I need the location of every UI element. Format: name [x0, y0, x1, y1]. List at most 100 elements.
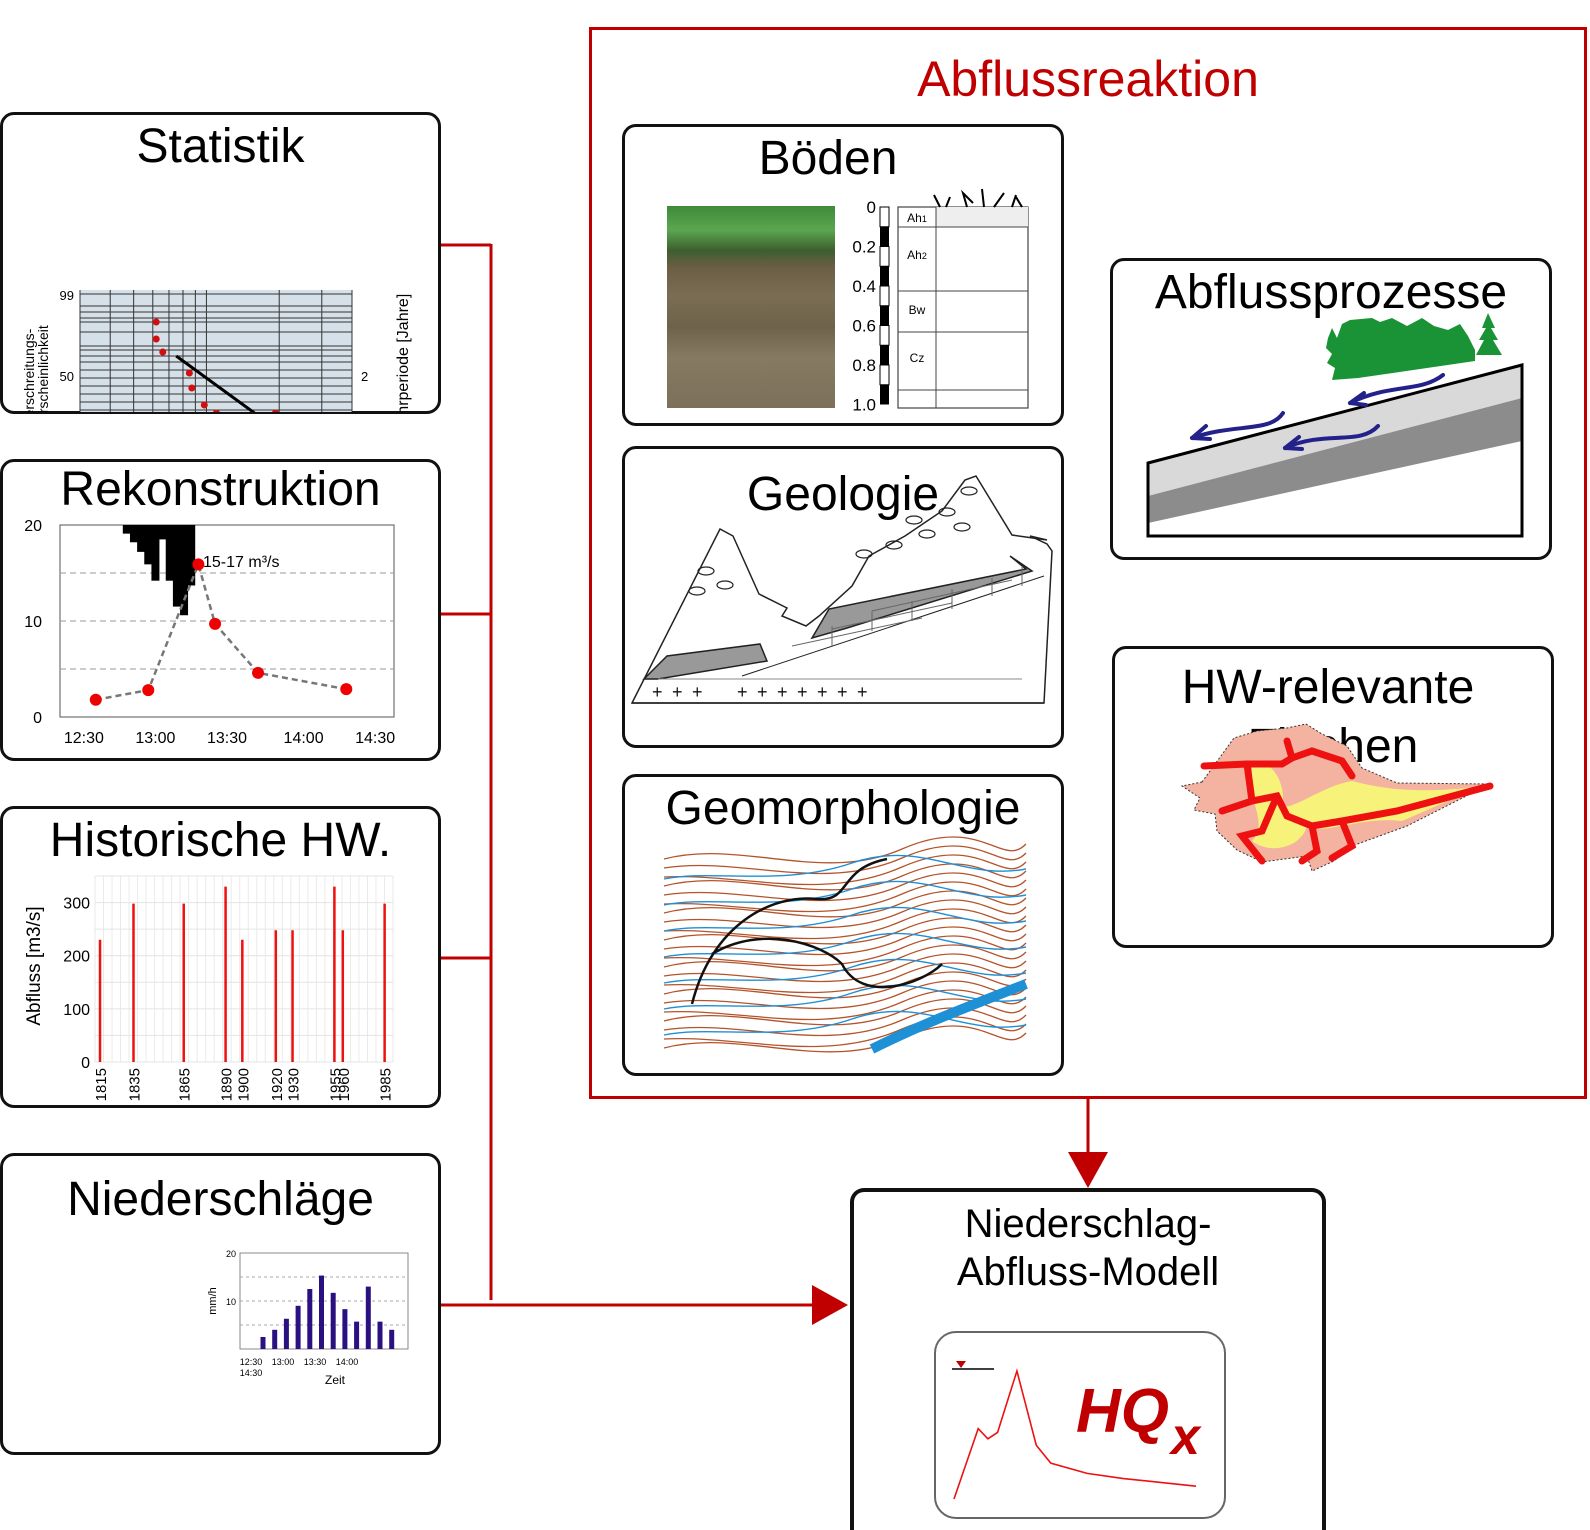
rain-bar — [295, 1305, 301, 1349]
y-tick-label: 20 — [24, 518, 42, 535]
statistik-title: Statistik — [136, 120, 305, 173]
scale-segment-black — [880, 345, 889, 365]
depth-label: 0.8 — [852, 356, 876, 375]
x-tick-label: 1930 — [286, 1068, 303, 1101]
data-point — [272, 409, 279, 412]
x-tick-label: 1920 — [269, 1068, 286, 1101]
regression-line — [175, 354, 256, 412]
svg-text:+: + — [777, 682, 788, 702]
depth-label: 0.6 — [852, 317, 876, 336]
rain-bar — [151, 525, 160, 581]
data-point — [188, 384, 196, 392]
rain-bar — [283, 1318, 289, 1349]
x-tick-label: 1815 — [93, 1068, 110, 1101]
rain-bar — [307, 1289, 313, 1349]
abflussreaktion-title: Abflussreaktion — [917, 51, 1259, 107]
horizon-label: Ah2 — [907, 248, 927, 262]
x-tick-label: 1900 — [235, 1068, 252, 1101]
scale-segment-black — [880, 384, 889, 405]
hq-subscript: x — [1171, 1408, 1200, 1466]
y-tick-label: 100 — [63, 1002, 90, 1019]
abflussreaktion-frame: Abflussreaktion — [589, 27, 1587, 1099]
stream-line — [663, 984, 1027, 1010]
y-axis-label: mm/h — [207, 1287, 219, 1315]
arrowhead-down — [1068, 1152, 1108, 1188]
rain-bar — [158, 525, 167, 540]
discharge-point — [142, 684, 155, 697]
horizon-label: Bw — [909, 303, 926, 317]
data-point — [159, 348, 167, 356]
geomorphological-map — [662, 836, 1028, 1057]
geological-cross-section: +++ ++++ +++ — [630, 475, 1053, 704]
discharge-point — [209, 617, 222, 630]
x-tick-label: 1955 — [327, 1068, 344, 1101]
y-axis-label-line2: wahrscheinlichkeit — [35, 325, 51, 412]
stream-line — [663, 854, 1027, 880]
rain-bar — [354, 1321, 360, 1349]
rain-bar — [187, 525, 196, 586]
y-tick-label: 0 — [81, 1055, 90, 1072]
geology-conglomerate-ovals — [688, 486, 978, 596]
x-tick-label: 13:30 — [304, 1357, 327, 1367]
geology-granite-crosses: +++ ++++ +++ — [652, 682, 868, 702]
y-axis-label: Abfluss [m3/s] — [24, 906, 45, 1025]
horizon-label: Ah1 — [907, 211, 927, 225]
x-tick-label: 13:00 — [272, 1357, 295, 1367]
geologie-title: Geologie — [746, 468, 940, 521]
x-tick-label: 14:30 — [240, 1368, 263, 1378]
x-tick-label: 1960 — [336, 1068, 353, 1101]
water-level-marker-icon — [956, 1361, 966, 1368]
rain-bar — [165, 525, 174, 581]
discharge-point — [89, 693, 102, 706]
contour-line — [663, 1016, 1027, 1048]
road-line — [690, 857, 943, 1005]
discharge-point — [340, 683, 353, 696]
boeden-title: Böden — [758, 132, 898, 185]
flood-relevant-areas-map — [1180, 723, 1494, 872]
rain-bar — [180, 525, 189, 616]
rain-bar — [330, 1292, 336, 1349]
contour-line — [663, 953, 1027, 983]
x-tick-label: 14:00 — [284, 730, 324, 747]
data-point — [152, 335, 160, 343]
model-title-line1: Niederschlag- — [964, 1202, 1212, 1246]
svg-text:+: + — [672, 682, 683, 702]
hydrograph-chart — [952, 1361, 1197, 1500]
svg-text:+: + — [737, 682, 748, 702]
contour-line — [663, 881, 1027, 913]
contour-line — [663, 935, 1027, 967]
stream-line — [663, 906, 1027, 932]
rain-bar — [319, 1275, 324, 1349]
peak-annotation: 15-17 m³/s — [203, 554, 279, 571]
y-tick-label: 10 — [226, 1297, 236, 1307]
data-point — [200, 401, 208, 409]
depth-label: 0.4 — [852, 277, 876, 296]
svg-text:+: + — [757, 682, 768, 702]
rain-bar — [137, 525, 146, 552]
slope-outline — [1146, 363, 1524, 538]
y-tick-label: 99 — [60, 288, 74, 303]
svg-text:+: + — [837, 682, 848, 702]
rain-bar — [172, 525, 181, 607]
x-tick-label: 14:30 — [355, 730, 395, 747]
y-tick-label: 10 — [24, 614, 42, 631]
svg-text:+: + — [797, 682, 808, 702]
x-axis-label: Zeit — [325, 1373, 346, 1387]
river — [869, 979, 1028, 1054]
rain-bar — [377, 1321, 383, 1349]
zone-red — [1200, 737, 1494, 865]
geologie-panel: Geologie +++ ++++ +++ — [622, 446, 1064, 748]
stream-line — [663, 1010, 1027, 1036]
contour-line — [663, 890, 1027, 918]
historische-hw-title: Historische HW. — [49, 814, 392, 867]
rain-bar — [129, 525, 138, 543]
discharge-point — [192, 558, 205, 571]
x-tick-label: 1865 — [177, 1068, 194, 1101]
data-point — [152, 318, 160, 326]
geology-shale-right — [810, 555, 1034, 640]
